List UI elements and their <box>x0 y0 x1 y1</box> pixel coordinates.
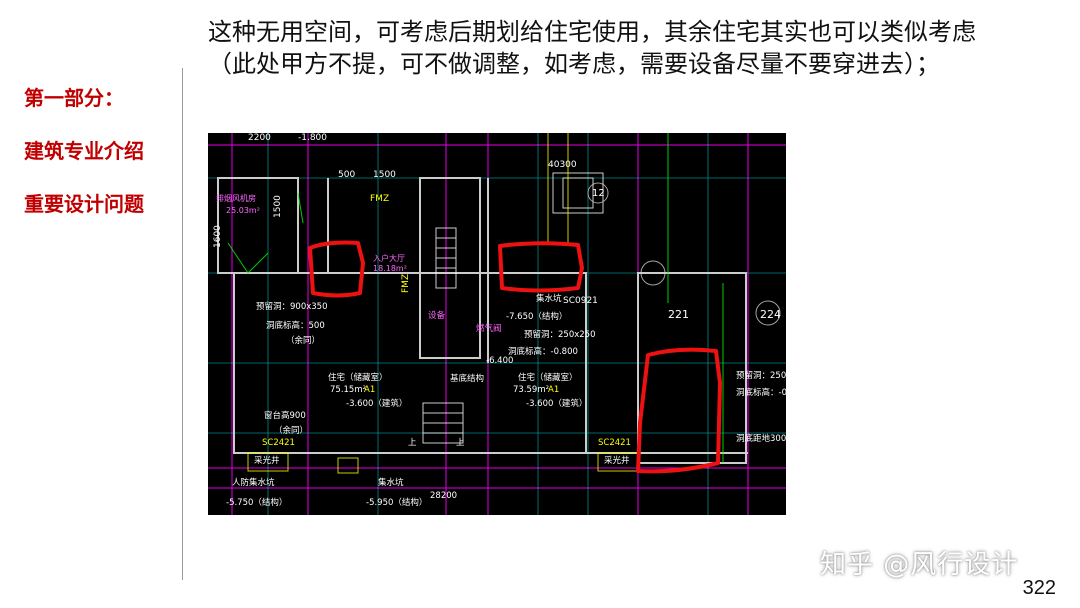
elev-5950: -5.950（结构） <box>366 497 427 508</box>
res-b-elev: -3.600（建筑） <box>526 398 587 409</box>
room-fan: 排烟风机房 <box>216 193 256 203</box>
topic-design-issues: 重要设计问题 <box>24 192 144 216</box>
hole-b: 预留洞：250x250 <box>524 329 595 340</box>
hole-a-height: 洞底标高：500 <box>266 320 325 331</box>
light-well-b: 采光井 <box>604 455 630 466</box>
lobby-area: 18.18m² <box>373 264 407 273</box>
elev-7650: -7.650（结构） <box>506 311 567 322</box>
up-b: 上 <box>456 438 465 448</box>
slab-label: 基底结构 <box>450 373 484 384</box>
body-paragraph: 这种无用空间，可考虑后期划给住宅使用，其余住宅其实也可以类似考虑（此处甲方不提，… <box>208 18 976 78</box>
sc2421-a: SC2421 <box>262 438 295 448</box>
sc2421-b: SC2421 <box>598 438 631 448</box>
pit-2: 集水坑 <box>378 477 404 488</box>
light-well-a: 采光井 <box>254 455 280 466</box>
hole-a: 预留洞：900x350 <box>256 301 327 312</box>
dim-1800: -1.800 <box>298 133 327 143</box>
dim-1500b: 1500 <box>373 170 396 180</box>
dim-40300: 40300 <box>548 160 577 170</box>
topic-architecture: 建筑专业介绍 <box>24 139 144 163</box>
dim-1500: 1500 <box>273 195 283 218</box>
sc0921-label: SC0921 <box>563 296 598 306</box>
cad-floor-plan: 2200 -1.800 500 1500 40300 1600 1500 FMZ… <box>208 133 786 515</box>
room-fan-area: 25.03m² <box>226 206 260 215</box>
gas-label: 燃气阀 <box>476 323 502 334</box>
hole-a-note: （余同） <box>286 335 320 346</box>
divider-line <box>182 68 183 580</box>
lobby-label: 入户大厅 <box>373 253 405 263</box>
dim-500: 500 <box>338 170 355 180</box>
tag-a1: A1 <box>364 385 375 395</box>
hole-c-height: 洞底标高：-0.8 <box>736 387 786 398</box>
fmz-label-2: FMZ <box>401 274 411 293</box>
res-a: 住宅（储藏室） <box>328 372 388 383</box>
elev-6400: -6.400 <box>486 356 513 366</box>
res-a-area: 75.15m² <box>330 385 366 395</box>
cad-drawing: 2200 -1.800 500 1500 40300 1600 1500 FMZ… <box>208 133 786 515</box>
equip-label: 设备 <box>428 310 446 321</box>
dim-28200: 28200 <box>430 491 457 501</box>
page-number: 322 <box>1022 577 1056 599</box>
elev-5750: -5.750（结构） <box>226 497 287 508</box>
axis-221: 221 <box>668 308 689 321</box>
hole-b-height: 洞底标高：-0.800 <box>508 346 578 357</box>
pit-label: 集水坑 <box>536 293 562 304</box>
sidebar: 第一部分： 建筑专业介绍 重要设计问题 <box>24 88 184 247</box>
hole-c: 预留洞：250 <box>736 370 786 381</box>
sill-note: （余同） <box>274 425 308 436</box>
axis-12: 12 <box>592 188 605 199</box>
dim-1600: 1600 <box>213 225 223 248</box>
fmz-label: FMZ <box>370 194 389 204</box>
res-b: 住宅（储藏室） <box>518 372 578 383</box>
hole-c-dist: 洞底距地300m <box>736 433 786 444</box>
watermark-zhihu: 知乎 @风行设计 <box>820 550 1019 580</box>
up-a: 上 <box>408 438 417 448</box>
res-a-elev: -3.600（建筑） <box>346 398 407 409</box>
tag-a2: A1 <box>548 385 559 395</box>
sill-label: 窗台高900 <box>264 410 306 421</box>
section-label: 第一部分： <box>24 86 124 110</box>
res-b-area: 73.59m² <box>513 385 549 395</box>
civil-defense-pit: 人防集水坑 <box>232 477 275 488</box>
dim-2200: 2200 <box>248 133 271 143</box>
axis-224: 224 <box>760 308 781 321</box>
